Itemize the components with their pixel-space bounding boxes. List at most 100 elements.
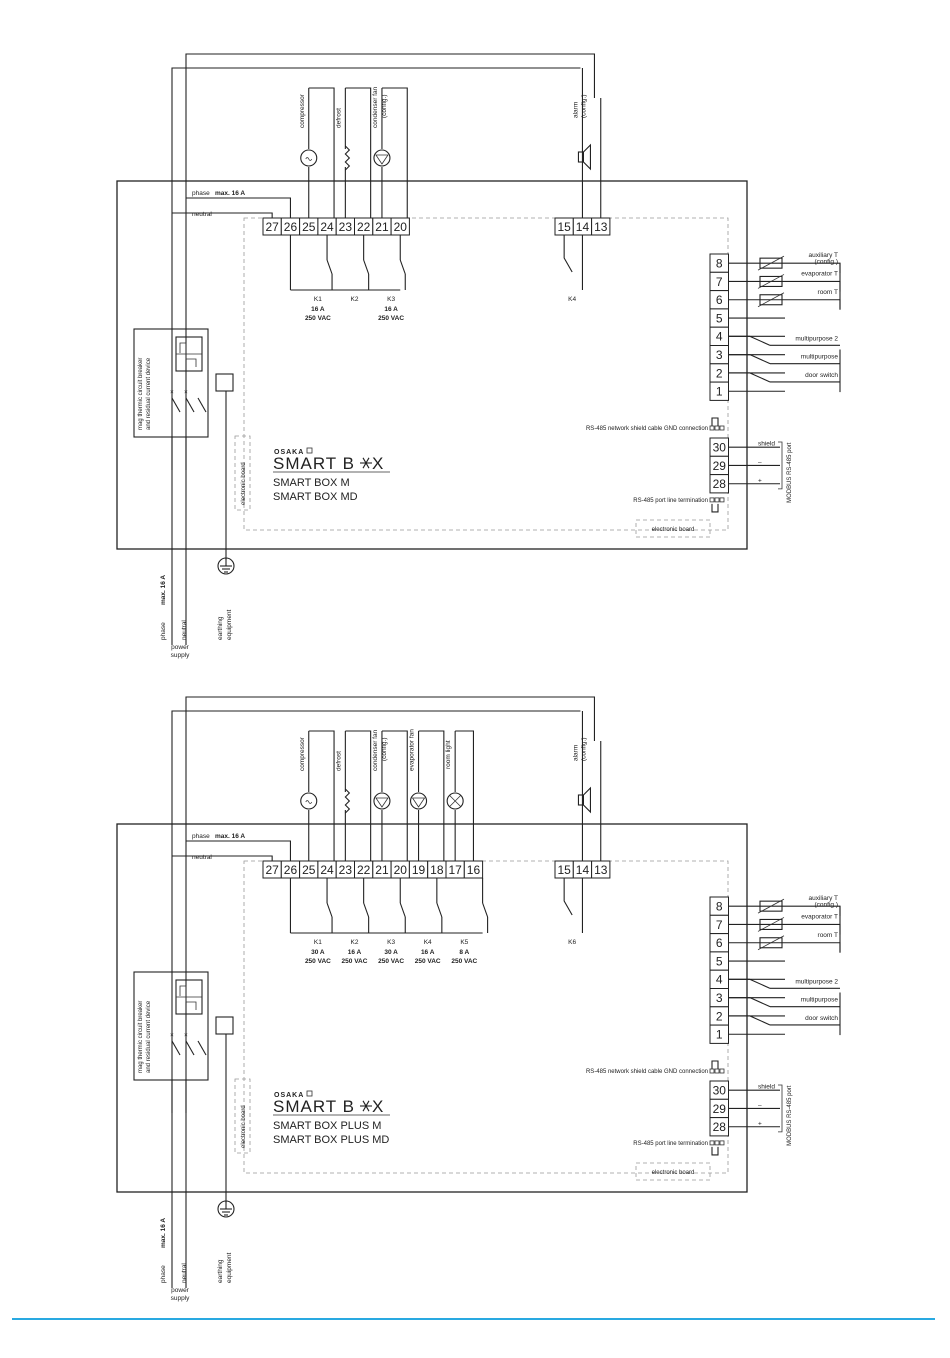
terminal-number-27: 27 [265, 220, 279, 234]
electronic-board-label-vertical: electronic board [241, 462, 247, 505]
smartbox-logo-text-end: X [372, 1097, 384, 1116]
phase-max-label: max. 16 A [215, 190, 245, 197]
load-label-2: condenser fan [372, 86, 379, 128]
load-label-0: compressor [299, 93, 306, 128]
earthing-label-0: earthing [217, 1259, 224, 1283]
supply-max-label: max. 16 A [160, 1218, 167, 1248]
relay-name-K1: K1 [314, 939, 322, 946]
terminal-number-22: 22 [357, 863, 371, 877]
electronic-board-label-vertical: electronic board [241, 1105, 247, 1148]
relay-amps-K2: 16 A [348, 949, 362, 956]
rs485-signal-0: shield [758, 441, 775, 448]
terminal-number-20: 20 [394, 220, 408, 234]
relay-contact [436, 902, 443, 918]
sensor-wire [785, 299, 841, 310]
ntc-sensor-icon [759, 918, 783, 931]
power-supply-label-1: supply [171, 1295, 191, 1302]
relay-contact [399, 902, 406, 918]
phase-label: phase [192, 190, 210, 197]
breaker-switch-contact [171, 397, 181, 413]
phase-label: phase [192, 833, 210, 840]
alarm-label: alarm [572, 102, 579, 118]
terminal-number-7: 7 [716, 275, 723, 289]
relay-amps-K1: 30 A [311, 949, 325, 956]
load-return-wire [455, 730, 475, 861]
alarm: alarm(config.) [572, 68, 602, 218]
footer-accent-line [12, 1318, 935, 1320]
neutral-outer-wire [171, 67, 581, 470]
load-return-wire [345, 87, 372, 218]
terminal-number-16: 16 [467, 863, 481, 877]
terminal-number-27: 27 [265, 863, 279, 877]
power-supply-label-0: power [171, 1287, 190, 1294]
terminal-number-4: 4 [716, 330, 723, 344]
terminal-number-21: 21 [375, 863, 389, 877]
jumper-icon [711, 1060, 719, 1069]
terminal-number-14: 14 [576, 220, 590, 234]
phase-terminal-wire [186, 197, 292, 218]
rs485-signal-1: – [758, 1102, 762, 1109]
horn-icon-cone [582, 143, 592, 171]
relay-contact [482, 902, 489, 918]
jumper-pin [719, 497, 725, 503]
relay-name-K3: K3 [387, 296, 395, 303]
electronic-board-tag-vertical [234, 1078, 251, 1154]
room-light-icon [446, 792, 464, 810]
terminal-number-8: 8 [716, 900, 723, 914]
smartbox-logo-text: SMART B [273, 1097, 355, 1116]
sensor-label-2: room T [818, 932, 838, 939]
sensor-label-1: evaporator T [801, 270, 838, 277]
load-label-3: evaporator fan [409, 729, 416, 771]
terminal-number-6: 6 [716, 936, 723, 950]
sensor-wire [785, 942, 841, 953]
alarm-label: alarm [572, 745, 579, 761]
controller-enclosure [116, 180, 748, 550]
breaker-switch-contact [185, 397, 195, 413]
terminal-number-14: 14 [576, 863, 590, 877]
jumper-icon [711, 1146, 719, 1156]
breaker-cross: × [170, 389, 174, 396]
phase-outer-wire [185, 53, 596, 470]
terminal-number-29: 29 [713, 459, 727, 473]
sensor-sublabel-0: (config.) [815, 901, 838, 908]
supply-phase-label: phase [160, 1265, 167, 1283]
alarm-sublabel: (config.) [580, 95, 587, 118]
earthing-label-1: equipment [226, 1252, 233, 1283]
breaker-switch-contact [171, 1040, 181, 1056]
relay-volts-K1: 250 VAC [305, 958, 331, 965]
breaker-label-1: and residual current device [146, 1000, 152, 1073]
fan-icon-triangle [411, 797, 426, 808]
relay-amps-K4: 16 A [421, 949, 435, 956]
input-label-0: multipurpose 2 [795, 335, 838, 342]
terminal-number-17: 17 [448, 863, 462, 877]
terminal-number-18: 18 [430, 863, 444, 877]
relay-amps-K5: 8 A [459, 949, 469, 956]
motor-icon-wave [305, 800, 313, 804]
electronic-board-tag [635, 519, 711, 538]
alarm: alarm(config.) [572, 711, 602, 861]
rs485-signal-2: + [758, 1120, 762, 1127]
electronic-board-label: electronic board [652, 1170, 695, 1176]
load-label-1: defrost [335, 751, 342, 771]
terminal-number-25: 25 [302, 863, 316, 877]
rs485-gnd-label: RS-485 network shield cable GND connecti… [586, 1069, 708, 1075]
electronic-board-tag [635, 1162, 711, 1181]
ntc-sensor-icon [759, 900, 783, 912]
jumper-pin [719, 1068, 725, 1074]
load-return-wire [381, 87, 408, 218]
relay-amps-K3: 16 A [384, 306, 398, 313]
jumper-pin [714, 425, 720, 431]
input-label-1: multipurpose [801, 354, 839, 361]
neutral-label: neutral [192, 211, 212, 218]
ntc-sensor-icon-slash [757, 255, 785, 271]
terminal-number-28: 28 [713, 477, 727, 491]
relay-name-K2: K2 [351, 939, 359, 946]
model-name-0: SMART BOX M [273, 477, 350, 489]
